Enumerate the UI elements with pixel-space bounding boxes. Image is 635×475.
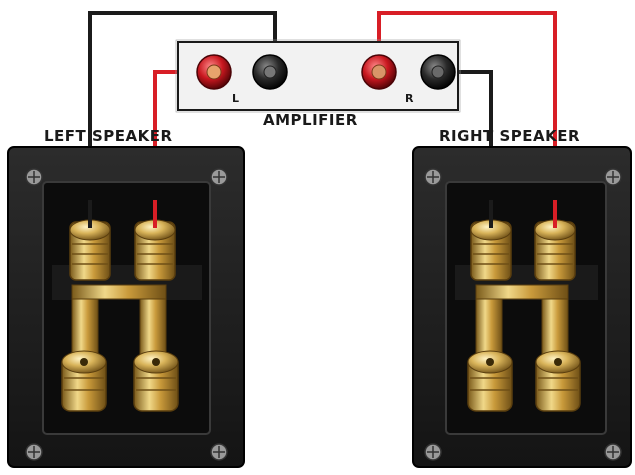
left-speaker-bottom-terminal bbox=[134, 351, 178, 411]
screw-icon bbox=[26, 169, 42, 185]
right-speaker-bottom-terminal bbox=[536, 351, 580, 411]
right-speaker-label: RIGHT SPEAKER bbox=[439, 127, 580, 145]
amp-left-channel-label: L bbox=[232, 92, 239, 105]
right-speaker-positive-terminal bbox=[535, 220, 575, 280]
right-speaker-panel bbox=[413, 147, 631, 467]
screw-icon bbox=[425, 169, 441, 185]
left-speaker-label: LEFT SPEAKER bbox=[44, 127, 173, 145]
screw-icon bbox=[605, 444, 621, 460]
left-speaker-positive-terminal bbox=[135, 220, 175, 280]
amp-right-channel-label: R bbox=[405, 92, 413, 105]
screw-icon bbox=[211, 169, 227, 185]
right-speaker-negative-terminal bbox=[471, 220, 511, 280]
screw-icon bbox=[26, 444, 42, 460]
left-speaker-bottom-terminal bbox=[62, 351, 106, 411]
screw-icon bbox=[605, 169, 621, 185]
right-speaker-bottom-terminal bbox=[468, 351, 512, 411]
amp-right-negative-post bbox=[421, 55, 455, 89]
left-speaker-panel bbox=[8, 147, 244, 467]
left-speaker-negative-terminal bbox=[70, 220, 110, 280]
screw-icon bbox=[425, 444, 441, 460]
amp-right-positive-post bbox=[362, 55, 396, 89]
amp-left-negative-post bbox=[253, 55, 287, 89]
amplifier-label: AMPLIFIER bbox=[263, 111, 358, 129]
screw-icon bbox=[211, 444, 227, 460]
amp-left-positive-post bbox=[197, 55, 231, 89]
